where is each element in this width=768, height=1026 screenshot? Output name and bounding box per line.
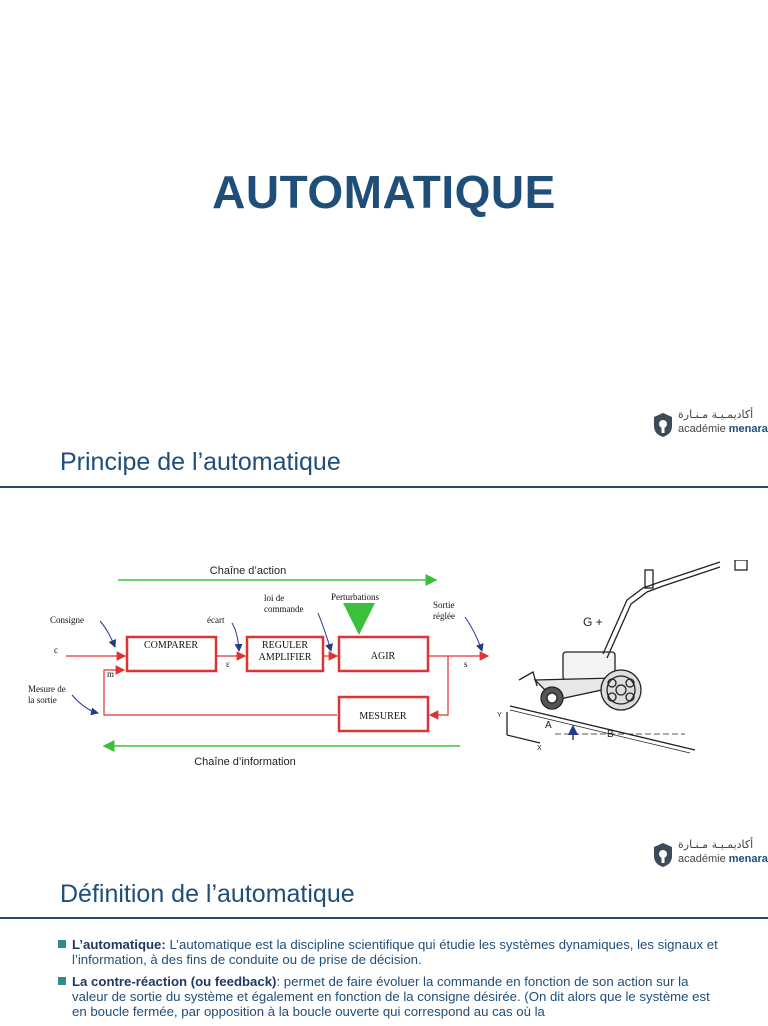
comparer-label: COMPARER (144, 640, 198, 651)
loi-label-2: commande (264, 604, 304, 614)
comparer-block (125, 635, 218, 673)
a-label: A (545, 720, 552, 731)
definition-text: L’automatique est la discipline scientif… (72, 937, 718, 967)
g-label: G + (583, 615, 603, 629)
s-label: s (464, 659, 468, 669)
amplifier-label: AMPLIFIER (259, 652, 312, 663)
sortie-label-2: réglée (433, 611, 455, 621)
section-title: Définition de l’automatique (60, 880, 355, 908)
agir-label: AGIR (371, 651, 396, 662)
ecart-label: écart (207, 615, 225, 625)
definition-item: L’automatique: L’automatique est la disc… (58, 937, 718, 967)
logo-arabic: أكاديمـيـة مـنـارة (678, 838, 754, 851)
y-axis-label: Y (497, 712, 502, 719)
logo-latin: académie menara (678, 423, 768, 435)
reguler-block (245, 635, 325, 673)
x-axis-label: X (537, 745, 542, 752)
definition-item: La contre-réaction (ou feedback): permet… (58, 974, 718, 1019)
machine-illustration: G + A B Y X (497, 560, 748, 754)
mesure-label-2: la sortie (28, 695, 57, 705)
academie-menara-logo: أكاديمـيـة مـنـارة académie menara (652, 838, 768, 872)
reguler-label: REGULER (262, 640, 308, 651)
sortie-label-1: Sortie (433, 600, 455, 610)
mesure-label-1: Mesure de (28, 684, 66, 694)
b-label: B (607, 729, 614, 740)
m-label: m (107, 669, 114, 679)
definition-text: : permet de faire évoluer la commande en… (72, 974, 710, 1019)
perturbations-label: Perturbations (331, 592, 379, 602)
square-bullet-icon (58, 940, 66, 948)
loi-label-1: loi de (264, 593, 284, 603)
control-loop-diagram: Chaîne d’action Chaîne d’information COM… (28, 565, 490, 768)
definition-term: La contre-réaction (ou feedback) (72, 974, 277, 989)
agir-block (337, 635, 430, 673)
title-slide: AUTOMATIQUE (0, 0, 768, 400)
definition-term: L’automatique: (72, 937, 166, 952)
shield-logo-icon (654, 843, 672, 867)
principle-slide: أكاديمـيـة مـنـارة académie menara Princ… (0, 400, 768, 830)
section-title: Principe de l’automatique (60, 448, 341, 476)
academie-menara-logo: أكاديمـيـة مـنـارة académie menara (652, 408, 768, 442)
mesurer-block (337, 695, 430, 733)
epsilon-label: ε (226, 659, 230, 669)
main-title: AUTOMATIQUE (212, 166, 556, 218)
mesurer-label: MESURER (359, 711, 407, 722)
title-rule (0, 917, 768, 919)
information-chain-label: Chaîne d’information (194, 756, 296, 768)
title-rule (0, 486, 768, 488)
consigne-label: Consigne (50, 615, 84, 625)
c-label: c (54, 645, 58, 655)
definition-list: L’automatique: L’automatique est la disc… (58, 937, 718, 1026)
logo-arabic: أكاديمـيـة مـنـارة (678, 408, 754, 421)
action-chain-label: Chaîne d’action (210, 565, 286, 577)
logo-latin: académie menara (678, 853, 768, 865)
shield-logo-icon (654, 413, 672, 437)
definition-slide: أكاديمـيـة مـنـارة académie menara Défin… (0, 830, 768, 1024)
square-bullet-icon (58, 977, 66, 985)
